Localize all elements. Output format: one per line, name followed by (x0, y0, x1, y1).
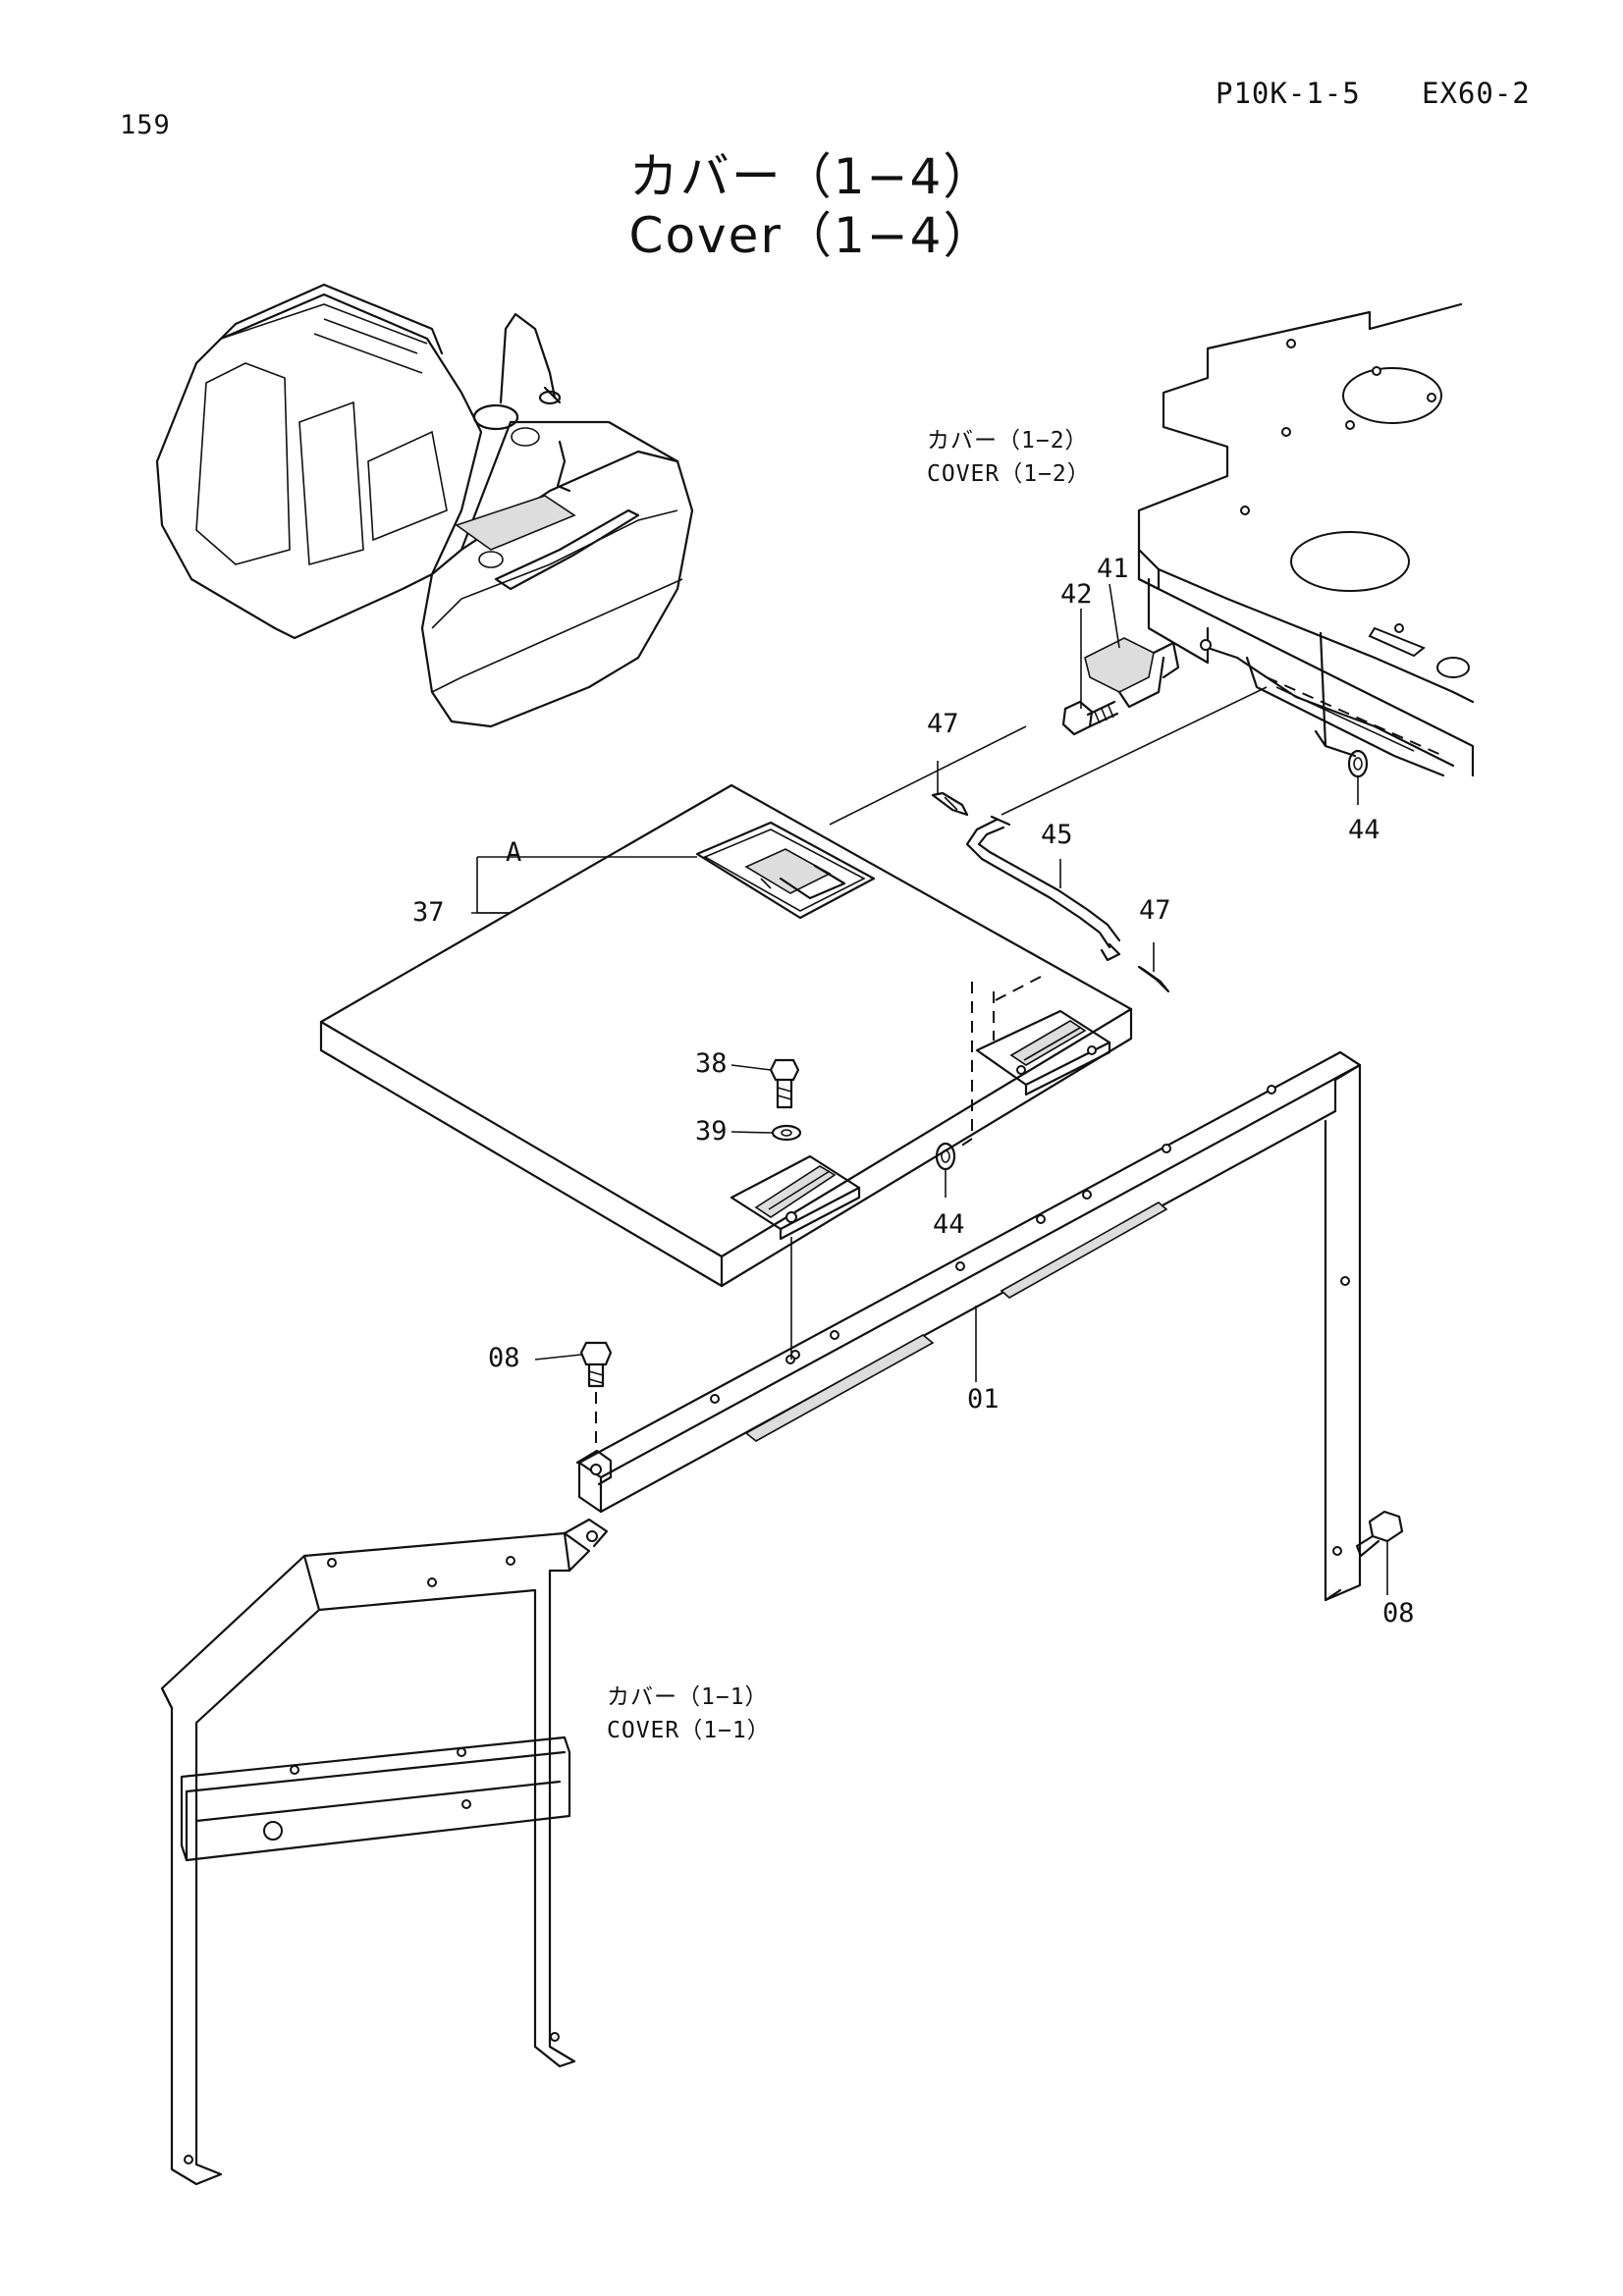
hinge-right (975, 1009, 1111, 1096)
leader-38 (730, 1064, 772, 1071)
part-45-rod (965, 815, 1121, 962)
part-47-clip-right (1137, 942, 1170, 993)
access-lid-a (695, 821, 876, 920)
part-39-washer (771, 1124, 802, 1142)
callout-01: 01 (967, 1384, 1000, 1415)
callout-45: 45 (1041, 820, 1073, 850)
callout-44-right: 44 (1348, 815, 1380, 845)
model-code: EX60-2 (1422, 77, 1531, 110)
dashed-leader (993, 976, 1042, 1002)
cover-1-2-english: COVER（1−2） (927, 461, 1091, 487)
callout-41: 41 (1097, 554, 1129, 584)
callout-42: 42 (1060, 579, 1093, 610)
callout-47-top: 47 (927, 709, 959, 739)
part-44-washer-center (935, 1142, 956, 1171)
dashed-leader (956, 982, 973, 1149)
leader-39 (730, 1131, 774, 1134)
callout-44-center: 44 (933, 1209, 965, 1240)
part-47-clip-top (931, 761, 969, 817)
cover-1-1-label: カバー（1−1） COVER（1−1） (607, 1681, 771, 1747)
section-code: P10K-1-5 (1216, 77, 1361, 110)
part-08-bolt-right (1355, 1510, 1404, 1595)
leader-41 (1109, 583, 1120, 649)
callout-08-right: 08 (1382, 1598, 1415, 1629)
callout-08-left: 08 (488, 1343, 520, 1373)
excavator-overview-drawing (155, 283, 694, 728)
callout-37: 37 (412, 897, 445, 928)
callout-47-right: 47 (1139, 895, 1171, 926)
callout-39: 39 (695, 1116, 728, 1147)
cover-1-2-plate (1137, 302, 1475, 777)
cover-1-1-english: COVER（1−1） (607, 1718, 771, 1743)
callout-38: 38 (695, 1048, 728, 1079)
cover-1-1-japanese: カバー（1−1） (607, 1684, 769, 1710)
part-41-bracket (1084, 637, 1180, 709)
part-01-frame (575, 1050, 1362, 1602)
part-38-bolt (769, 1058, 800, 1109)
cover-1-2-label: カバー（1−2） COVER（1−2） (927, 424, 1091, 491)
page-title-japanese: カバー（1−4） (628, 148, 995, 205)
part-42-bolt (1061, 700, 1119, 736)
leader-line (829, 725, 1027, 826)
page-number: 159 (120, 110, 171, 140)
leader-line (1001, 686, 1268, 816)
part-37-cover-plate (319, 783, 1133, 1288)
callout-a: A (506, 837, 522, 868)
leader-08-left (534, 1354, 582, 1361)
part-44-washer-right (1347, 749, 1369, 805)
hinge-left (730, 1154, 861, 1241)
cover-1-2-japanese: カバー（1−2） (927, 428, 1089, 454)
part-08-bolt-left (579, 1341, 613, 1448)
part-39-washer-hole (781, 1129, 792, 1137)
page-title-english: Cover（1−4） (628, 207, 995, 264)
cover-1-1-frame (160, 1518, 609, 2186)
